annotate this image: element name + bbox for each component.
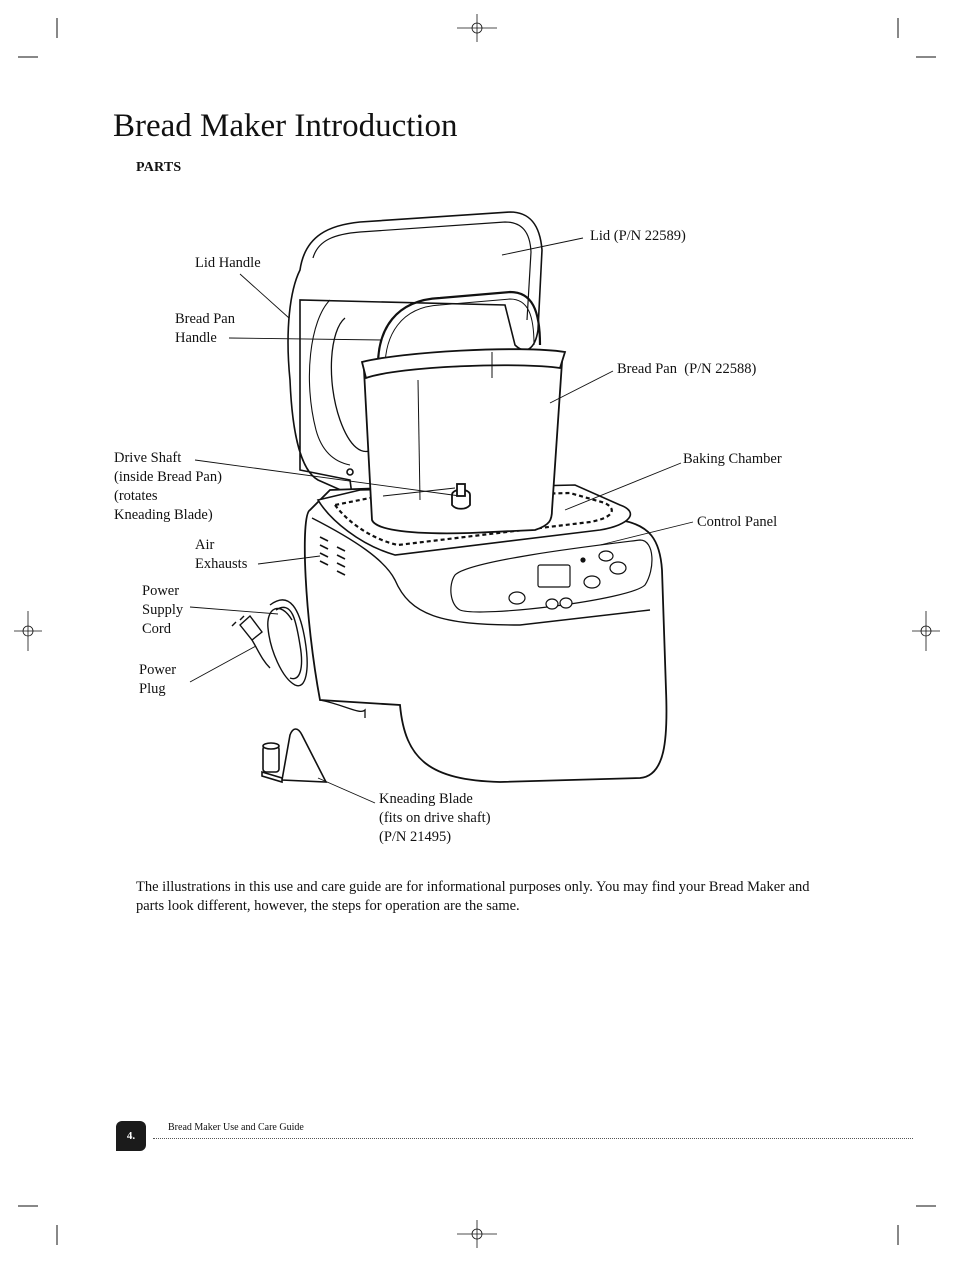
page-number-badge: 4. bbox=[116, 1121, 146, 1151]
illustration-disclaimer: The illustrations in this use and care g… bbox=[136, 879, 810, 914]
footer-dotted-rule bbox=[153, 1138, 913, 1139]
label-lid-handle: Lid Handle bbox=[195, 255, 261, 271]
label-air-exhausts: Air Exhausts bbox=[195, 537, 248, 572]
bread-pan-drawing bbox=[360, 290, 567, 535]
leader-lines bbox=[189, 237, 694, 804]
label-power-supply-cord: Power Supply Cord bbox=[142, 583, 184, 637]
label-lid: Lid (P/N 22589) bbox=[590, 228, 686, 244]
registration-marks bbox=[14, 14, 940, 1248]
control-panel-drawing bbox=[450, 539, 653, 613]
kneading-blade-drawing bbox=[261, 728, 328, 784]
label-bread-pan: Bread Pan (P/N 22588) bbox=[617, 361, 757, 377]
crop-marks bbox=[18, 18, 936, 1245]
label-drive-shaft: Drive Shaft (inside Bread Pan) (rotates … bbox=[114, 450, 222, 523]
label-bread-pan-handle: Bread Pan Handle bbox=[175, 311, 235, 346]
label-control-panel: Control Panel bbox=[697, 514, 778, 530]
air-exhaust-slots bbox=[319, 536, 346, 576]
label-baking-chamber: Baking Chamber bbox=[683, 451, 782, 467]
section-heading: PARTS bbox=[136, 160, 182, 175]
label-kneading-blade: Kneading Blade (fits on drive shaft) (P/… bbox=[379, 791, 491, 845]
power-cord-drawing bbox=[231, 599, 308, 687]
label-power-plug: Power Plug bbox=[139, 662, 177, 697]
page-title: Bread Maker Introduction bbox=[113, 108, 458, 144]
lid-drawing bbox=[287, 211, 543, 497]
footer-guide-title: Bread Maker Use and Care Guide bbox=[168, 1122, 304, 1133]
